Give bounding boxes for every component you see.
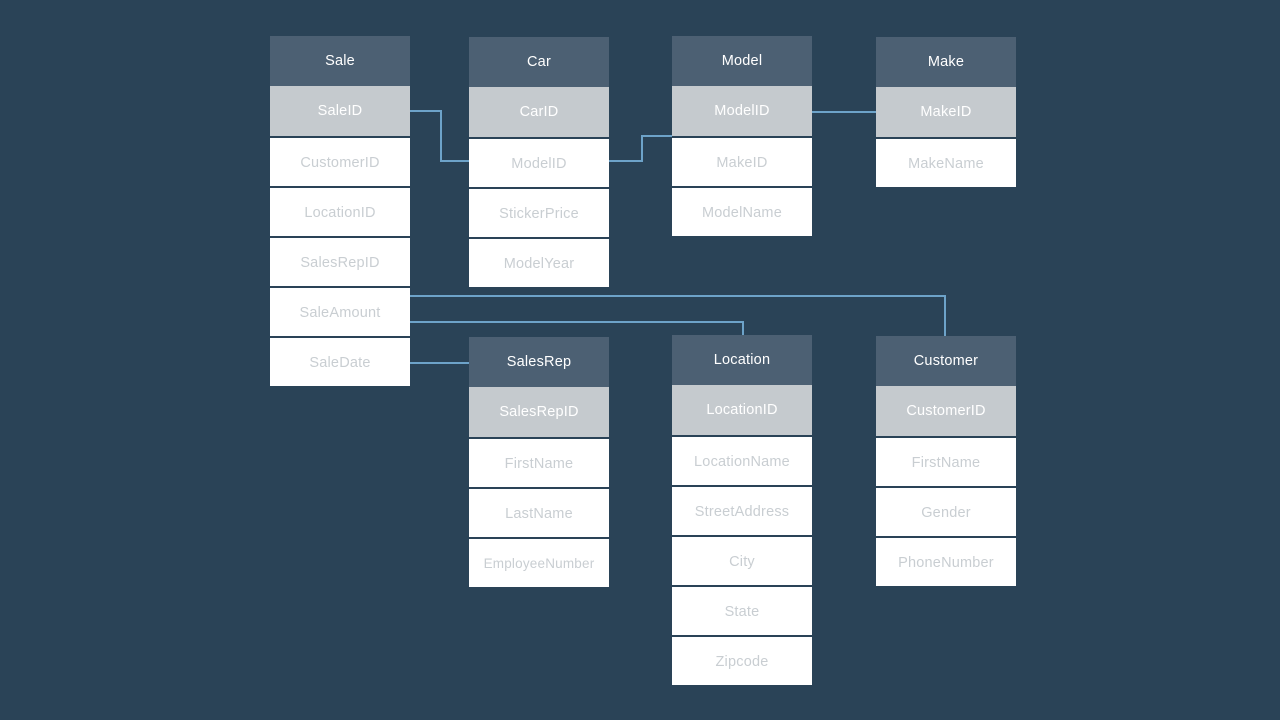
table-title-location: Location xyxy=(672,335,812,385)
field-row[interactable]: PhoneNumber xyxy=(876,536,1016,586)
field-row[interactable]: SalesRepID xyxy=(270,236,410,286)
field-row[interactable]: ModelYear xyxy=(469,237,609,287)
table-title-car: Car xyxy=(469,37,609,87)
field-row[interactable]: Gender xyxy=(876,486,1016,536)
connector-sale-to-location xyxy=(409,321,744,336)
connector-car-to-model xyxy=(608,135,673,162)
field-row[interactable]: Zipcode xyxy=(672,635,812,685)
field-row[interactable]: MakeID xyxy=(672,136,812,186)
primary-key-row[interactable]: CustomerID xyxy=(876,386,1016,436)
table-title-model: Model xyxy=(672,36,812,86)
field-row[interactable]: MakeName xyxy=(876,137,1016,187)
table-title-customer: Customer xyxy=(876,336,1016,386)
table-title-sale: Sale xyxy=(270,36,410,86)
connector-sale-to-customer xyxy=(409,295,946,338)
field-row[interactable]: LocationID xyxy=(270,186,410,236)
field-row[interactable]: State xyxy=(672,585,812,635)
field-row[interactable]: SaleDate xyxy=(270,336,410,386)
primary-key-row[interactable]: LocationID xyxy=(672,385,812,435)
primary-key-row[interactable]: SalesRepID xyxy=(469,387,609,437)
table-title-make: Make xyxy=(876,37,1016,87)
field-row[interactable]: FirstName xyxy=(876,436,1016,486)
primary-key-row[interactable]: MakeID xyxy=(876,87,1016,137)
primary-key-row[interactable]: SaleID xyxy=(270,86,410,136)
field-row[interactable]: CustomerID xyxy=(270,136,410,186)
field-row[interactable]: EmployeeNumber xyxy=(469,537,609,587)
connector-sale-to-car xyxy=(409,110,470,162)
field-row[interactable]: ModelID xyxy=(469,137,609,187)
field-row[interactable]: StickerPrice xyxy=(469,187,609,237)
field-row[interactable]: LastName xyxy=(469,487,609,537)
field-row[interactable]: ModelName xyxy=(672,186,812,236)
table-title-salesrep: SalesRep xyxy=(469,337,609,387)
field-row[interactable]: LocationName xyxy=(672,435,812,485)
field-row[interactable]: FirstName xyxy=(469,437,609,487)
primary-key-row[interactable]: ModelID xyxy=(672,86,812,136)
primary-key-row[interactable]: CarID xyxy=(469,87,609,137)
field-row[interactable]: SaleAmount xyxy=(270,286,410,336)
field-row[interactable]: StreetAddress xyxy=(672,485,812,535)
field-row[interactable]: City xyxy=(672,535,812,585)
